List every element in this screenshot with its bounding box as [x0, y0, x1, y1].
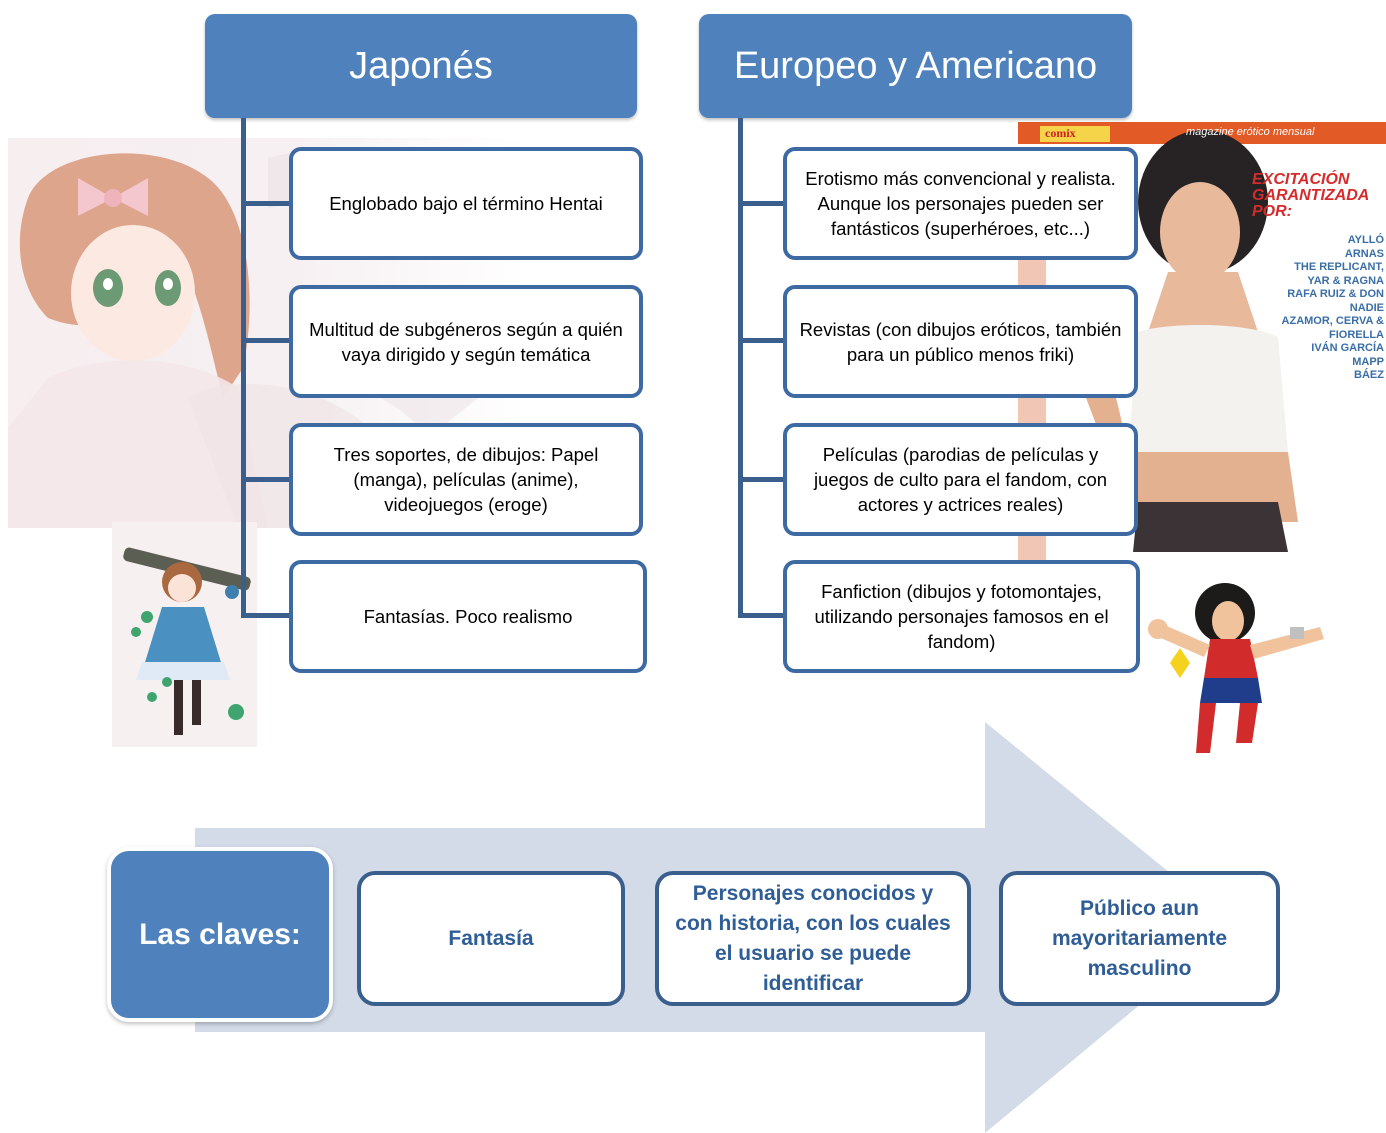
european-item-text: Revistas (con dibujos eróticos, también …	[799, 318, 1122, 365]
japanese-item-box: Englobado bajo el término Hentai	[289, 147, 643, 260]
european-item-text: Películas (parodias de películas y juego…	[813, 444, 1108, 515]
key-text: Personajes conocidos y con historia, con…	[675, 881, 951, 995]
magazine-credit: ARNAS	[1344, 247, 1384, 260]
japanese-header-title: Japonés	[349, 44, 493, 87]
superheroine-illustration	[1140, 563, 1340, 768]
japanese-header: Japonés	[205, 14, 637, 118]
japanese-connector-branch	[241, 338, 291, 343]
european-item-box: Erotismo más convencional y realista. Au…	[783, 147, 1138, 260]
key-box-fantasia: Fantasía	[357, 871, 625, 1006]
magazine-credits: AYLLÓ ARNAS THE REPLICANT, YAR & RAGNA R…	[1280, 234, 1384, 383]
japanese-item-box: Multitud de subgéneros según a quién vay…	[289, 285, 643, 398]
japanese-connector-branch	[241, 613, 291, 618]
magazine-credit: AYLLÓ	[1347, 234, 1384, 246]
european-item-text: Fanfiction (dibujos y fotomontajes, util…	[814, 581, 1109, 652]
european-connector-branch	[738, 201, 786, 206]
magazine-credit: AZAMOR, CERVA & FIORELLA	[1281, 315, 1384, 341]
magazine-credit: THE REPLICANT, YAR & RAGNA	[1294, 261, 1384, 287]
european-connector-branch	[738, 613, 786, 618]
european-connector-branch	[738, 338, 786, 343]
magazine-credit: IVÁN GARCÍA	[1311, 342, 1384, 354]
key-box-audience: Público aun mayoritariamente masculino	[999, 871, 1280, 1006]
european-item-box: Fanfiction (dibujos y fotomontajes, util…	[783, 560, 1140, 673]
key-text: Fantasía	[448, 926, 534, 950]
magazine-credit: BÁEZ	[1354, 369, 1384, 381]
magazine-brand: comix	[1045, 126, 1076, 140]
european-item-box: Películas (parodias de películas y juego…	[783, 423, 1138, 536]
european-item-text: Erotismo más convencional y realista. Au…	[805, 168, 1116, 239]
japanese-item-text: Fantasías. Poco realismo	[363, 606, 573, 627]
japanese-connector-trunk	[241, 118, 246, 618]
keys-header-text: Las claves:	[139, 917, 301, 951]
key-box-characters: Personajes conocidos y con historia, con…	[655, 871, 971, 1006]
magazine-tagline: magazine erótico mensual	[1186, 126, 1315, 138]
japanese-connector-branch	[241, 477, 291, 482]
anime-character-bazooka-illustration	[112, 522, 257, 747]
japanese-item-text: Multitud de subgéneros según a quién vay…	[309, 318, 623, 365]
european-item-box: Revistas (con dibujos eróticos, también …	[783, 285, 1138, 398]
japanese-item-text: Englobado bajo el término Hentai	[329, 193, 603, 214]
european-connector-trunk	[738, 118, 743, 618]
key-text: Público aun mayoritariamente masculino	[1051, 896, 1228, 980]
european-american-header: Europeo y Americano	[699, 14, 1132, 118]
european-american-header-title: Europeo y Americano	[733, 44, 1098, 87]
magazine-credit: MAPP	[1352, 355, 1384, 368]
japanese-item-box: Tres soportes, de dibujos: Papel (manga)…	[289, 423, 643, 536]
magazine-headline: EXCITACIÓN GARANTIZADA POR:	[1252, 171, 1369, 220]
european-connector-branch	[738, 477, 786, 482]
japanese-item-box: Fantasías. Poco realismo	[289, 560, 647, 673]
japanese-item-text: Tres soportes, de dibujos: Papel (manga)…	[333, 444, 599, 515]
japanese-connector-branch	[241, 201, 291, 206]
magazine-credit: RAFA RUIZ & DON NADIE	[1287, 288, 1384, 314]
keys-header: Las claves:	[107, 847, 333, 1022]
